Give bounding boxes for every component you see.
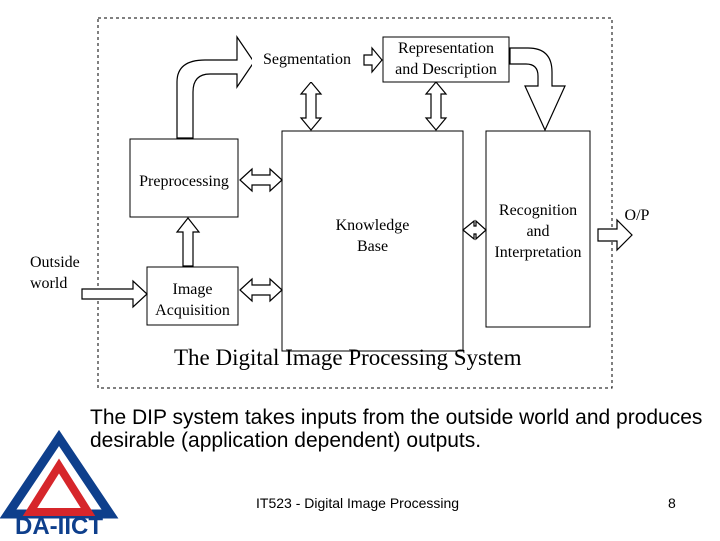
knowledge-base-box xyxy=(281,130,464,352)
arrow-output xyxy=(597,218,633,252)
arrow-acquisition-knowledge xyxy=(239,277,283,303)
arrow-preprocessing-to-segmentation xyxy=(176,35,255,139)
page-number: 8 xyxy=(668,495,676,511)
preprocessing-box xyxy=(129,138,239,218)
image-acquisition-label: Image Acquisition xyxy=(155,281,230,319)
footer-course: IT523 - Digital Image Processing xyxy=(256,495,460,511)
arrow-acquisition-to-preprocessing xyxy=(175,217,201,267)
recognition-box xyxy=(485,130,591,328)
output-label: O/P xyxy=(624,207,650,224)
system-dashed-border xyxy=(97,17,613,389)
segmentation-label: Segmentation xyxy=(263,51,351,68)
arrow-representation-knowledge xyxy=(424,81,448,131)
recognition-label: Recognition and Interpretation xyxy=(494,202,582,261)
arrow-preprocessing-knowledge xyxy=(239,167,283,193)
arrow-representation-to-recognition xyxy=(509,47,566,132)
logo-text: DA-IICT xyxy=(15,513,103,540)
arrow-segmentation-to-representation xyxy=(363,46,383,74)
description-text: The DIP system takes inputs from the out… xyxy=(90,406,703,452)
arrow-outside-to-acquisition xyxy=(81,279,148,309)
logo-icon xyxy=(0,429,119,519)
arrow-segmentation-knowledge xyxy=(299,81,323,131)
arrow-knowledge-recognition xyxy=(462,219,487,241)
outside-world-label: Outside world xyxy=(30,254,80,292)
image-acquisition-box xyxy=(146,266,239,326)
diagram-caption: The Digital Image Processing System xyxy=(174,345,522,370)
representation-box xyxy=(382,36,510,83)
knowledge-base-label: Knowledge Base xyxy=(335,217,410,255)
segmentation-box xyxy=(252,40,362,82)
preprocessing-label: Preprocessing xyxy=(139,173,229,190)
representation-label: Representation and Description xyxy=(395,40,497,78)
